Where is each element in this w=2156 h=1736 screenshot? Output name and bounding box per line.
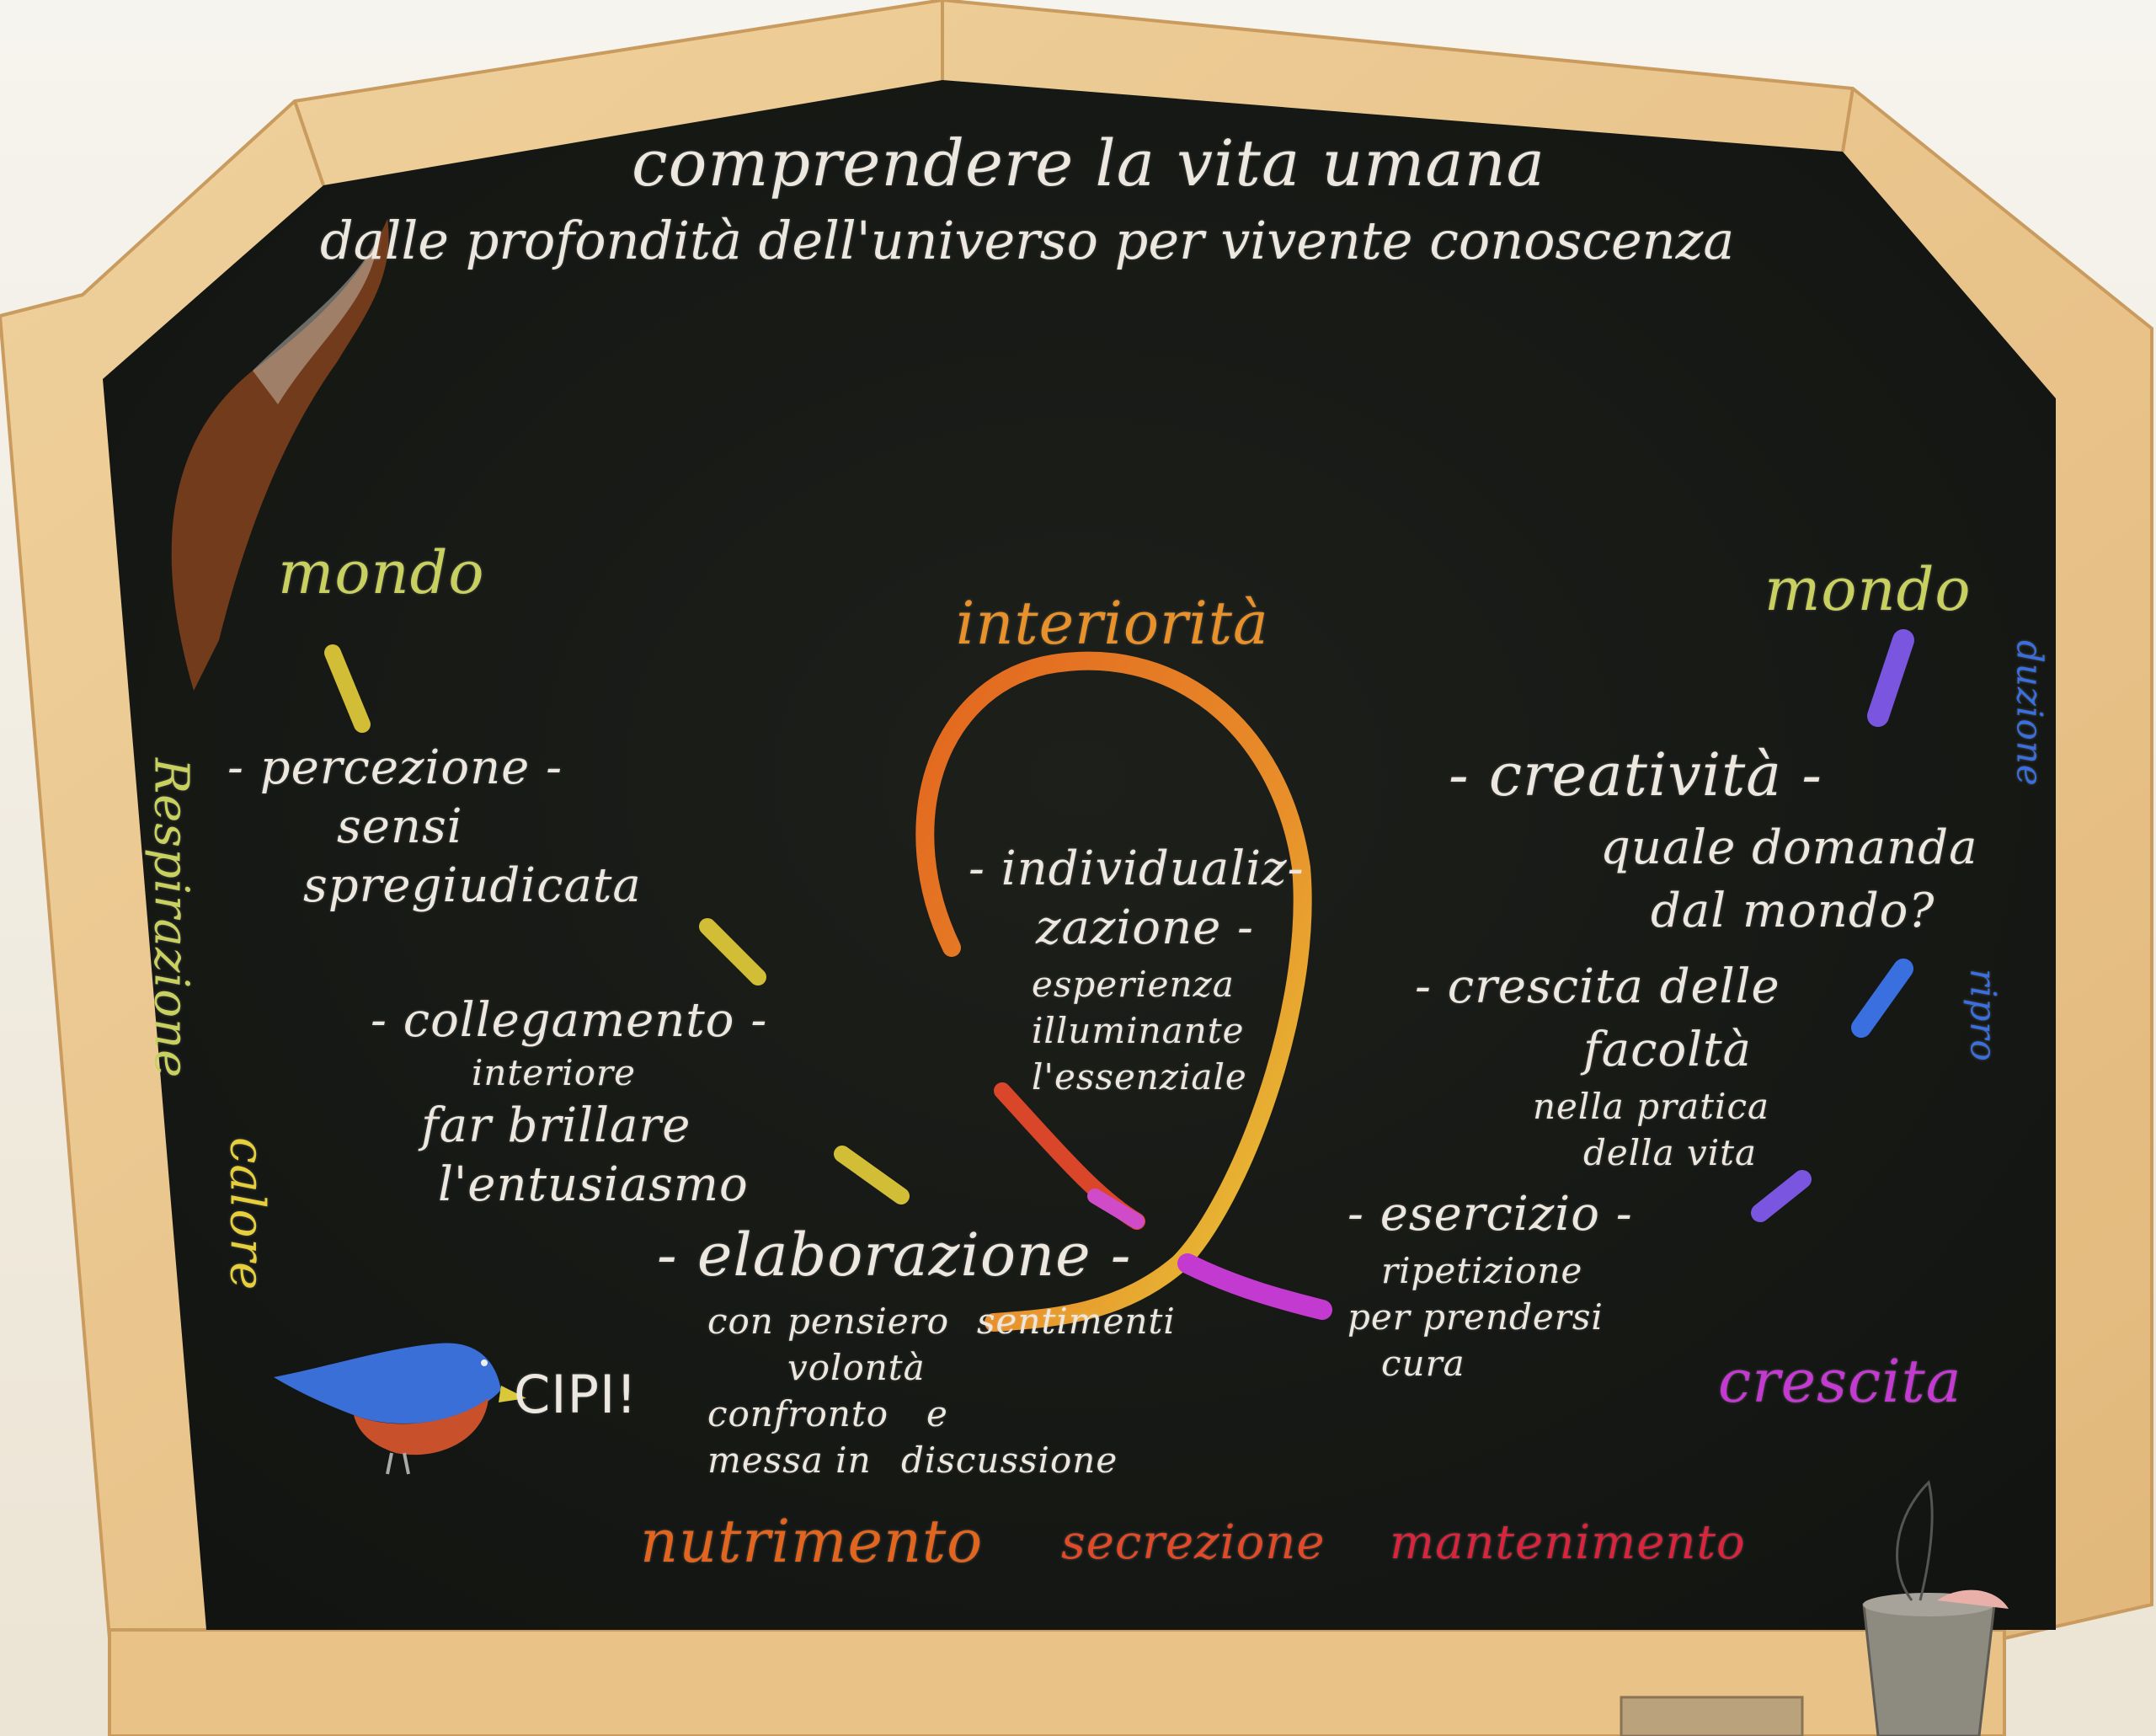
label-growth: crescita: [1718, 1347, 1962, 1416]
label-nutrition: nutrimento: [640, 1507, 984, 1576]
label-elaboration: - elaborazione -: [657, 1221, 1132, 1290]
chalk-box: [1620, 1696, 1804, 1736]
label-faculties: facoltà: [1583, 1023, 1752, 1077]
board-title: comprendere la vita umana: [632, 126, 1545, 200]
label-perception: - percezione -: [227, 740, 563, 795]
label-illuminating: illuminante: [1032, 1010, 1245, 1051]
blackboard: [103, 80, 2056, 1630]
yellow-stroke: [834, 1146, 910, 1205]
label-connection: - collegamento -: [371, 993, 768, 1048]
label-bird-call: CIPI!: [514, 1364, 638, 1425]
label-questioning-2: discussione: [901, 1440, 1118, 1481]
label-senses: sensi: [337, 799, 463, 854]
flame-drawing: [171, 219, 389, 691]
bird-drawing: [274, 1343, 526, 1475]
label-with: con: [707, 1301, 774, 1342]
label-exercise: - esercizio -: [1348, 1187, 1633, 1242]
yellow-stroke: [699, 918, 766, 986]
label-questioning-1: messa in: [707, 1440, 872, 1481]
label-feelings: sentimenti: [977, 1301, 1176, 1342]
interiority-loop: [915, 651, 1312, 1332]
label-reproduction-1: ripro: [1962, 969, 2004, 1062]
label-will: volontà: [787, 1347, 926, 1388]
label-thought: pensiero: [787, 1301, 949, 1342]
magenta-stroke: [1177, 1253, 1332, 1320]
label-unprejudiced: spregiudicata: [303, 858, 642, 913]
yellow-stroke: [324, 644, 371, 733]
label-experience: esperienza: [1032, 964, 1235, 1005]
label-creativity: - creatività -: [1449, 740, 1822, 809]
label-reproduction-2: duzione: [2009, 640, 2051, 787]
label-take-care-2: cura: [1381, 1343, 1465, 1384]
board-subtitle: dalle profondità dell'universo per viven…: [320, 210, 1735, 271]
label-individualization-1: - individualiz-: [969, 841, 1305, 896]
label-and: e: [926, 1393, 948, 1434]
label-interiority: interiorità: [956, 589, 1269, 658]
purple-stroke: [1867, 629, 1914, 727]
label-comparison: confronto: [707, 1393, 889, 1434]
label-take-care-1: per prendersi: [1348, 1296, 1604, 1338]
label-respiration: Respirazione: [143, 758, 199, 1079]
label-make-shine: far brillare: [421, 1098, 691, 1153]
label-essential: l'essenziale: [1032, 1056, 1247, 1098]
label-inner: interiore: [472, 1052, 636, 1093]
label-repetition: ripetizione: [1381, 1250, 1583, 1291]
label-world-left: mondo: [278, 538, 485, 607]
label-secretion: secrezione: [1061, 1515, 1326, 1570]
label-warmth: calore: [219, 1137, 275, 1291]
label-question-2: dal mondo?: [1651, 884, 1935, 938]
label-enthusiasm: l'entusiasmo: [438, 1157, 749, 1212]
label-growth-of: - crescita delle: [1415, 959, 1780, 1014]
label-individualization-2: zazione -: [1036, 900, 1254, 955]
label-world-right: mondo: [1764, 555, 1972, 624]
purple-stroke: [1751, 1170, 1812, 1222]
blue-stroke: [1851, 959, 1913, 1038]
label-in-practice: nella pratica: [1533, 1086, 1770, 1127]
chalk-cup: [1862, 1480, 2009, 1736]
label-maintenance: mantenimento: [1390, 1515, 1746, 1570]
label-question-1: quale domanda: [1600, 820, 1978, 875]
label-of-life: della vita: [1583, 1132, 1758, 1173]
